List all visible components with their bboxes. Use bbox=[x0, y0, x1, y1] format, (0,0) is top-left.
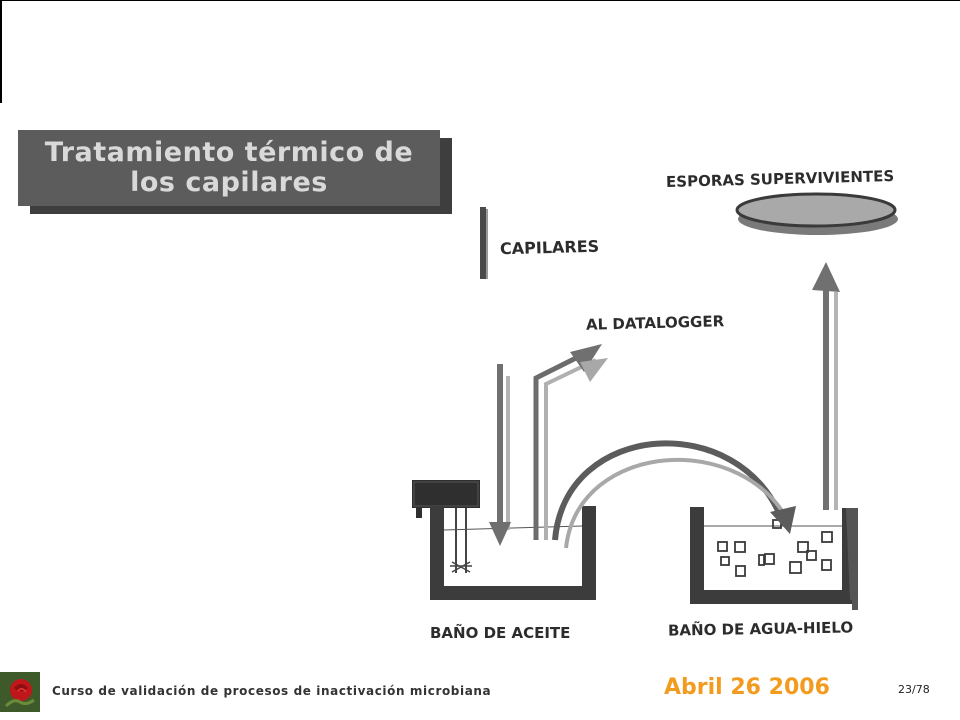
frame-left-line bbox=[0, 0, 2, 103]
stirrer-heater-icon bbox=[412, 480, 480, 573]
footer-page-number: 23/78 bbox=[898, 683, 930, 696]
label-ice-water-bath: BAÑO DE AGUA-HIELO bbox=[667, 618, 854, 640]
arrow-up-to-petri-dish bbox=[812, 262, 840, 510]
slide-title-box: Tratamiento térmico de los capilares bbox=[18, 130, 440, 206]
petri-dish-icon bbox=[735, 192, 898, 235]
slide-title: Tratamiento térmico de los capilares bbox=[44, 137, 414, 198]
ice-water-bath-icon bbox=[690, 507, 858, 610]
curved-transfer-arrow bbox=[552, 440, 796, 549]
arrow-to-datalogger bbox=[533, 344, 608, 540]
footer-date: Abril 26 2006 bbox=[664, 675, 830, 700]
arrow-down-to-oil-bath bbox=[489, 364, 511, 546]
label-oil-bath: BAÑO DE ACEITE bbox=[430, 624, 571, 642]
label-capillaries: CAPILARES bbox=[499, 236, 600, 259]
frame-top-line bbox=[0, 0, 960, 1]
rose-logo-icon bbox=[0, 672, 40, 712]
heat-treatment-diagram bbox=[412, 192, 898, 610]
footer-course-title: Curso de validación de procesos de inact… bbox=[52, 684, 492, 698]
capillary-tube-icon bbox=[480, 207, 488, 279]
label-datalogger: AL DATALOGGER bbox=[585, 312, 725, 334]
